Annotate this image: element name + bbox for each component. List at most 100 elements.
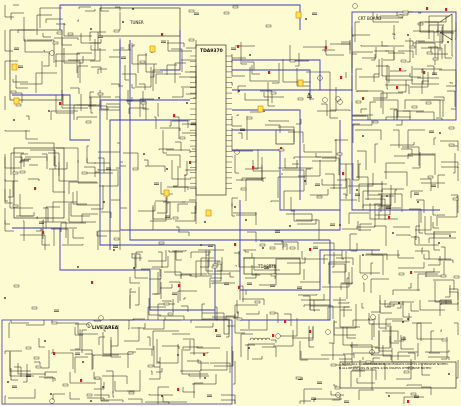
signal-trace [15, 156, 23, 163]
signal-trace [19, 194, 33, 217]
signal-trace [111, 325, 119, 347]
signal-trace [43, 207, 49, 222]
signal-trace [273, 330, 294, 347]
signal-trace [385, 84, 410, 94]
signal-trace [159, 315, 185, 320]
resistor [426, 51, 433, 55]
signal-trace [77, 65, 88, 78]
test-point [11, 63, 18, 71]
resistor [132, 167, 139, 171]
resistor [33, 356, 40, 360]
signal-trace [430, 330, 434, 352]
signal-trace [167, 42, 185, 47]
signal-trace [168, 250, 183, 253]
junction-dot [177, 354, 179, 356]
signal-trace [210, 362, 231, 373]
signal-trace [200, 252, 210, 268]
signal-trace [50, 110, 78, 120]
junction-dot [7, 381, 9, 383]
signal-trace [369, 101, 376, 120]
signal-trace [24, 39, 50, 53]
signal-trace [90, 48, 101, 62]
signal-trace [388, 52, 405, 54]
signal-trace [52, 201, 77, 222]
resistor [295, 376, 302, 380]
signal-trace [8, 181, 14, 198]
signal-trace [27, 39, 55, 63]
red-marker [59, 102, 62, 105]
signal-trace [12, 79, 28, 83]
signal-trace [69, 372, 96, 384]
signal-trace [303, 144, 332, 153]
signal-trace [362, 47, 377, 59]
resistor [179, 136, 186, 140]
signal-trace [433, 279, 455, 290]
signal-trace [97, 230, 117, 250]
junction-dot [305, 18, 307, 20]
signal-trace [85, 9, 96, 12]
signal-trace [139, 83, 146, 90]
signal-trace [35, 72, 57, 93]
signal-trace [135, 251, 143, 268]
signal-trace [274, 243, 288, 250]
signal-trace [352, 120, 373, 126]
signal-trace [25, 156, 48, 169]
signal-trace [34, 361, 41, 365]
resistor [417, 22, 424, 26]
signal-trace [229, 272, 234, 278]
signal-trace [278, 126, 295, 142]
signal-trace [244, 250, 249, 253]
signal-trace [415, 250, 430, 259]
red-marker [407, 400, 410, 403]
junction-dot [82, 361, 84, 363]
signal-trace [186, 40, 197, 49]
signal-trace [158, 251, 163, 268]
signal-trace [172, 88, 184, 98]
signal-trace [174, 251, 192, 276]
signal-trace [182, 346, 203, 349]
signal-trace [433, 231, 456, 238]
resistor [35, 365, 42, 369]
signal-trace [394, 189, 397, 203]
signal-trace [425, 350, 450, 353]
signal-trace [124, 327, 140, 342]
signal-trace [393, 129, 400, 148]
signal-trace [436, 214, 445, 226]
signal-trace [74, 356, 88, 373]
signal-trace [427, 65, 435, 75]
junction-dot [113, 249, 115, 251]
signal-trace [433, 137, 436, 145]
red-marker [80, 379, 83, 382]
signal-trace [136, 348, 153, 356]
signal-trace [101, 211, 112, 218]
resistor [232, 5, 239, 9]
signal-trace [408, 154, 436, 175]
signal-trace [127, 90, 130, 105]
signal-trace [293, 156, 321, 159]
signal-trace [376, 65, 390, 83]
signal-trace [68, 181, 97, 194]
signal-trace [190, 352, 209, 354]
signal-trace [243, 253, 253, 259]
signal-trace [157, 103, 159, 117]
signal-trace [346, 327, 356, 339]
junction-dot [90, 400, 92, 402]
signal-trace [89, 91, 94, 109]
signal-trace [78, 6, 91, 9]
resistor [410, 392, 417, 396]
signal-trace [277, 176, 305, 198]
signal-trace [4, 220, 14, 232]
signal-trace [350, 344, 373, 354]
signal-trace [182, 387, 195, 393]
transistor [275, 333, 281, 339]
signal-trace [145, 165, 166, 172]
signal-trace [122, 73, 137, 86]
signal-trace [409, 73, 421, 78]
signal-trace [420, 178, 432, 191]
signal-trace [36, 14, 52, 35]
signal-trace [175, 206, 196, 222]
signal-trace [61, 39, 72, 46]
signal-trace [99, 169, 119, 187]
signal-trace [214, 257, 223, 272]
signal-trace [423, 254, 451, 260]
